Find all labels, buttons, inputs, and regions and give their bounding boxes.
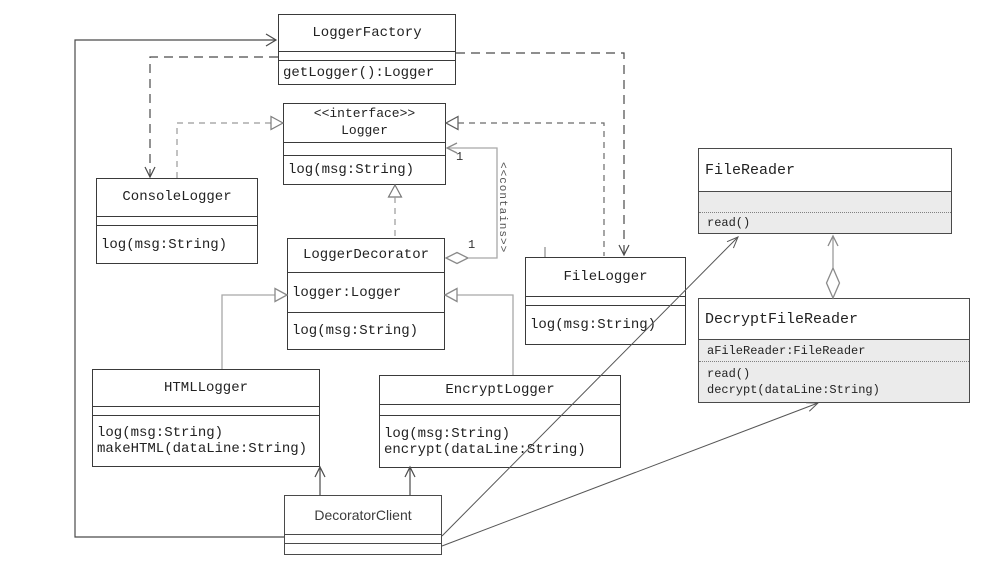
class-logger-decorator: LoggerDecorator logger:Logger log(msg:St… — [287, 238, 445, 350]
class-title: <<interface>> Logger — [284, 104, 445, 143]
class-title: FileReader — [699, 149, 951, 192]
method: log(msg:String) — [292, 323, 419, 339]
class-attributes-empty — [284, 143, 445, 156]
edge-decorator-realizes-logger — [387, 183, 403, 238]
class-name: Logger — [341, 123, 388, 138]
contains-stereotype-label: <<contains>> — [496, 162, 508, 254]
class-title: EncryptLogger — [380, 376, 620, 405]
method: log(msg:String) — [384, 425, 511, 442]
class-title: LoggerFactory — [279, 15, 455, 52]
method: makeHTML(dataLine:String) — [97, 441, 308, 457]
class-methods: log(msg:String) — [284, 156, 445, 184]
hollow-triangle-icon — [443, 287, 458, 303]
class-methods: getLogger():Logger — [279, 61, 455, 84]
class-attributes-empty — [526, 297, 685, 306]
method: getLogger():Logger — [283, 64, 435, 81]
hollow-triangle-icon — [387, 183, 403, 198]
class-methods: log(msg:String) — [288, 313, 444, 349]
open-arrow-icon — [806, 402, 820, 412]
hollow-triangle-icon — [270, 115, 285, 131]
open-diamond-icon — [444, 251, 470, 265]
class-attributes-empty — [97, 217, 257, 226]
edge-factory-to-filelogger — [456, 52, 630, 257]
stereotype: <<interface>> — [313, 106, 416, 122]
class-decorator-client: DecoratorClient — [284, 495, 442, 555]
open-arrow-icon — [404, 465, 416, 478]
class-methods: log(msg:String) makeHTML(dataLine:String… — [93, 416, 319, 466]
class-decrypt-file-reader: DecryptFileReader aFileReader:FileReader… — [698, 298, 970, 403]
class-attributes-empty — [279, 52, 455, 61]
class-attributes-empty — [699, 192, 951, 213]
class-methods: log(msg:String) — [526, 306, 685, 344]
open-arrow-icon — [726, 236, 739, 249]
multiplicity-label-decorator-end: 1 — [468, 238, 476, 252]
method: encrypt(dataLine:String) — [384, 441, 586, 458]
edge-htmllogger-extends-decorator — [221, 287, 289, 369]
open-arrow-icon — [827, 234, 839, 247]
class-methods: read() — [699, 213, 951, 233]
class-title: LoggerDecorator — [288, 239, 444, 273]
class-attributes-empty — [380, 405, 620, 416]
method: read() — [707, 367, 751, 381]
edge-consolelogger-realizes-logger — [176, 115, 285, 178]
class-encrypt-logger: EncryptLogger log(msg:String) encrypt(da… — [379, 375, 621, 468]
class-file-logger: FileLogger log(msg:String) — [525, 257, 686, 345]
class-methods-empty — [285, 544, 441, 554]
edge-client-to-encryptlogger — [404, 465, 416, 495]
open-arrow-icon — [144, 166, 156, 179]
class-methods: log(msg:String) encrypt(dataLine:String) — [380, 416, 620, 467]
class-title: FileLogger — [526, 258, 685, 297]
class-methods: read() decrypt(dataLine:String) — [699, 362, 969, 402]
method: log(msg:String) — [530, 317, 657, 333]
edge-client-to-htmllogger — [314, 465, 326, 495]
class-logger-interface: <<interface>> Logger log(msg:String) — [283, 103, 446, 185]
open-arrow-icon — [265, 33, 278, 47]
edge-filelogger-realizes-logger — [444, 115, 605, 256]
class-methods: log(msg:String) — [97, 226, 257, 263]
class-file-reader: FileReader read() — [698, 148, 952, 234]
open-arrow-icon — [314, 465, 326, 478]
hollow-triangle-icon — [444, 115, 459, 131]
class-title: ConsoleLogger — [97, 179, 257, 217]
class-console-logger: ConsoleLogger log(msg:String) — [96, 178, 258, 264]
edge-decryptreader-aggregates-filereader — [825, 234, 841, 300]
multiplicity-label-logger-end: 1 — [456, 150, 464, 164]
method: decrypt(dataLine:String) — [707, 383, 880, 397]
edge-factory-to-consolelogger — [144, 56, 278, 179]
method: log(msg:String) — [288, 162, 415, 178]
class-attributes: aFileReader:FileReader — [699, 340, 969, 362]
method: read() — [707, 216, 751, 230]
method: log(msg:String) — [101, 236, 228, 253]
class-title: DecoratorClient — [285, 496, 441, 535]
attribute: aFileReader:FileReader — [707, 343, 866, 358]
hollow-triangle-icon — [274, 287, 289, 303]
class-attributes-empty — [285, 535, 441, 544]
class-title: DecryptFileReader — [699, 299, 969, 340]
class-title: HTMLLogger — [93, 370, 319, 407]
class-logger-factory: LoggerFactory getLogger():Logger — [278, 14, 456, 85]
class-attributes-empty — [93, 407, 319, 416]
class-attributes: logger:Logger — [288, 273, 444, 313]
edge-encryptlogger-extends-decorator — [443, 287, 514, 375]
attribute: logger:Logger — [292, 284, 402, 301]
open-arrow-icon — [618, 244, 630, 257]
open-diamond-icon — [825, 266, 841, 300]
class-html-logger: HTMLLogger log(msg:String) makeHTML(data… — [92, 369, 320, 467]
method: log(msg:String) — [97, 425, 224, 441]
